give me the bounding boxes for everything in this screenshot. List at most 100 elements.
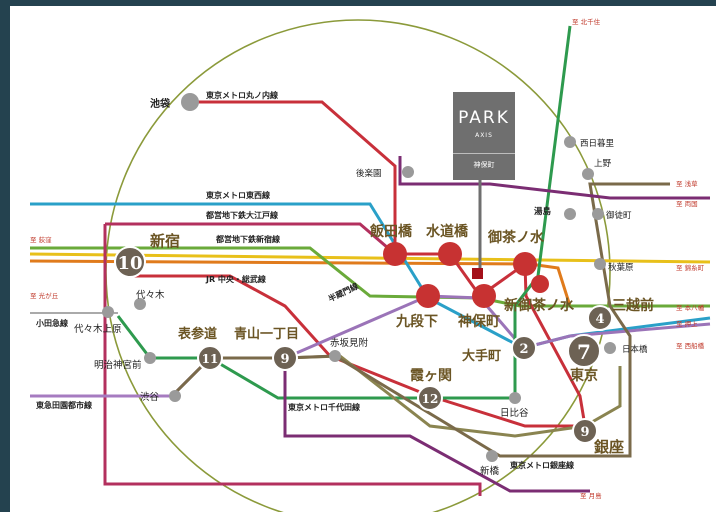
label-mitsukoshimae: 三越前 [612,297,654,314]
dest-ogikubo: 至 荻窪 [30,235,52,244]
line-purple-b [283,358,590,493]
line-label-ginza: 東京メトロ銀座線 [510,460,574,470]
line-label-marunouchi: 東京メトロ丸ノ内線 [206,90,278,100]
line-oedo-top [105,222,396,256]
label-otemachi: 大手町 [462,348,501,364]
node-iidabashi[interactable] [383,242,407,266]
dest-tsukishima: 至 月島 [580,491,602,500]
badge-tokyo: 7 [567,334,601,368]
label-korakuen: 後楽園 [356,168,382,179]
property-divider [453,153,515,154]
node-yushima[interactable] [564,208,576,220]
dest-nishifunabashi: 至 西船橋 [676,341,705,350]
svg-text:9: 9 [280,352,289,367]
label-akasakamitsuke: 赤坂見附 [330,337,369,349]
svg-text:2: 2 [519,342,528,357]
label-ginza: 銀座 [594,438,624,456]
label-yoyogi: 代々木 [136,289,165,301]
node-ikebukuro[interactable] [181,93,199,111]
node-nihonbashi[interactable] [604,342,616,354]
map-frame: 10 11 9 12 2 7 4 9 池袋 後楽園 西日暮里 上野 湯島 御徒町… [10,6,716,512]
label-ochanomizu: 御茶ノ水 [487,229,545,246]
label-kudanshita: 九段下 [395,313,438,330]
dest-asakusa: 至 浅草 [676,179,698,188]
line-label-chuo: JR 中央・総武線 [205,274,266,284]
node-hibiya[interactable] [509,392,521,404]
badge-ginza: 9 [572,418,598,444]
line-chuo [29,259,572,307]
dest-hikarigaoka: 至 光が丘 [30,291,59,300]
node-yoyogiuehara[interactable] [102,306,114,318]
label-aoyama: 青山一丁目 [234,326,299,342]
label-ikebukuro: 池袋 [150,97,171,110]
badge-otemachi: 2 [511,335,537,361]
label-shibuya: 渋谷 [140,391,160,403]
node-korakuen[interactable] [402,166,414,178]
line-label-tozai: 東京メトロ東西線 [206,190,270,200]
line-label-chiyoda: 東京メトロ千代田線 [288,402,360,412]
node-akasakamitsuke[interactable] [329,350,341,362]
line-oedo [103,224,482,496]
dest-kita-senju: 至 北千住 [572,17,601,26]
label-okachimachi: 御徒町 [606,210,632,221]
node-kudanshita[interactable] [416,284,440,308]
dest-oshiage: 至 押上 [676,319,698,328]
svg-text:10: 10 [117,253,142,274]
node-shinochanomizu[interactable] [531,275,549,293]
svg-text:7: 7 [577,340,591,364]
label-meijijingumae: 明治神宮前 [94,359,142,371]
label-nihonbashi: 日本橋 [622,344,648,355]
label-omotesando: 表参道 [177,326,217,342]
property-series: AXIS [475,132,493,139]
route-map: 10 11 9 12 2 7 4 9 池袋 後楽園 西日暮里 上野 湯島 御徒町… [29,17,711,512]
node-ueno[interactable] [582,168,594,180]
node-shibuya[interactable] [169,390,181,402]
node-yoyogi[interactable] [134,298,146,310]
property-box: PARK AXIS 神保町 [453,92,515,180]
label-yushima: 湯島 [534,206,552,217]
svg-text:9: 9 [580,425,589,440]
dest-minowa: 至 錦糸町 [676,263,705,272]
badge-kasumigaseki: 12 [417,385,443,411]
line-marunouchi [190,100,587,427]
label-iidabashi: 飯田橋 [369,223,413,240]
node-suidobashi[interactable] [438,242,462,266]
line-purple [398,156,710,200]
node-ochanomizu[interactable] [513,252,537,276]
node-meijijingumae[interactable] [144,352,156,364]
property-brand: PARK [458,108,510,128]
label-ueno: 上野 [594,159,612,169]
line-label-toyoko: 東急田園都市線 [36,400,92,410]
badge-mitsukoshimae: 4 [587,305,613,331]
label-hibiya: 日比谷 [500,407,529,419]
property-marker [472,268,483,279]
label-jimbocho: 神保町 [458,313,500,330]
label-shinjuku: 新宿 [150,232,180,250]
line-label-oedo: 都営地下鉄大江戸線 [205,210,278,220]
line-ginza [170,182,670,458]
label-shinochanomizu: 新御茶ノ水 [504,297,575,314]
svg-text:11: 11 [202,352,219,366]
line-label-hanzomon: 半蔵門線 [326,281,359,304]
label-nishinippori: 西日暮里 [580,138,615,149]
label-suidobashi: 水道橋 [426,223,469,240]
dest-ryogoku: 至 両国 [676,200,698,208]
dest-motoyawata: 至 本八幡 [676,303,705,312]
badge-aoyama: 9 [272,345,298,371]
node-akihabara[interactable] [594,258,606,270]
badge-omotesando: 11 [197,345,223,371]
badge-shinjuku: 10 [114,246,146,278]
label-akihabara: 秋葉原 [608,262,634,273]
label-kasumigaseki: 霞ヶ関 [410,367,452,384]
node-nishinippori[interactable] [564,136,576,148]
line-label-shinjuku: 都営地下鉄新宿線 [215,234,280,244]
node-okachimachi[interactable] [592,208,604,220]
label-shimbashi: 新橋 [480,465,500,477]
svg-text:12: 12 [422,392,439,406]
node-shimbashi[interactable] [486,450,498,462]
line-label-odakyu: 小田急線 [35,318,68,328]
label-yoyogiuehara: 代々木上原 [74,323,122,335]
node-jimbocho[interactable] [472,284,496,308]
label-tokyo: 東京 [570,367,598,384]
line-marunouchi-b [128,264,585,428]
